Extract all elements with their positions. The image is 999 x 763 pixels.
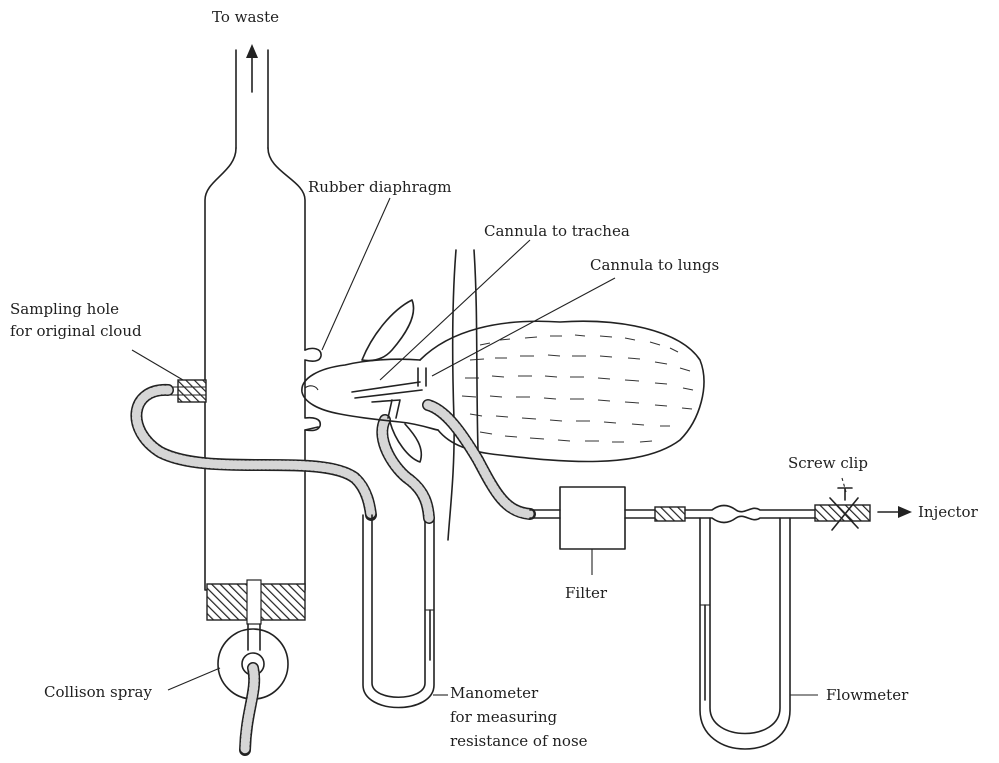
waste-arrow: [246, 44, 258, 92]
stopper-tube: [247, 580, 261, 624]
label-to-waste: To waste: [212, 8, 279, 26]
label-screw-clip: Screw clip: [788, 454, 868, 472]
label-manometer-line3: resistance of nose: [450, 732, 588, 750]
label-injector: Injector: [918, 503, 979, 521]
aerosol-chamber: [205, 50, 321, 590]
label-filter: Filter: [565, 584, 608, 602]
cannula: [352, 368, 426, 418]
label-cannula-trachea: Cannula to trachea: [484, 222, 630, 240]
flow-line: [685, 506, 815, 523]
flowmeter: [700, 518, 790, 749]
trachea-tube: [382, 420, 429, 518]
flow-connector: [655, 507, 685, 521]
label-rubber-diaphragm: Rubber diaphragm: [308, 178, 452, 196]
filter: [530, 487, 655, 575]
screw-clip: [815, 478, 870, 530]
collison-spray: [218, 629, 288, 750]
label-flowmeter: Flowmeter: [826, 686, 909, 704]
label-sampling-hole: Sampling hole: [10, 300, 119, 318]
injector-arrow: [878, 506, 912, 518]
label-manometer-line2: for measuring: [450, 708, 558, 726]
label-collison-spray: Collison spray: [44, 683, 152, 701]
lung-tube: [428, 405, 530, 514]
spray-stem: [248, 624, 260, 650]
label-manometer: Manometer: [450, 684, 539, 702]
manometer: [363, 515, 434, 708]
sampling-tube: [136, 390, 371, 515]
label-cannula-lungs: Cannula to lungs: [590, 256, 719, 274]
label-sampling-hole-line2: for original cloud: [10, 322, 142, 340]
